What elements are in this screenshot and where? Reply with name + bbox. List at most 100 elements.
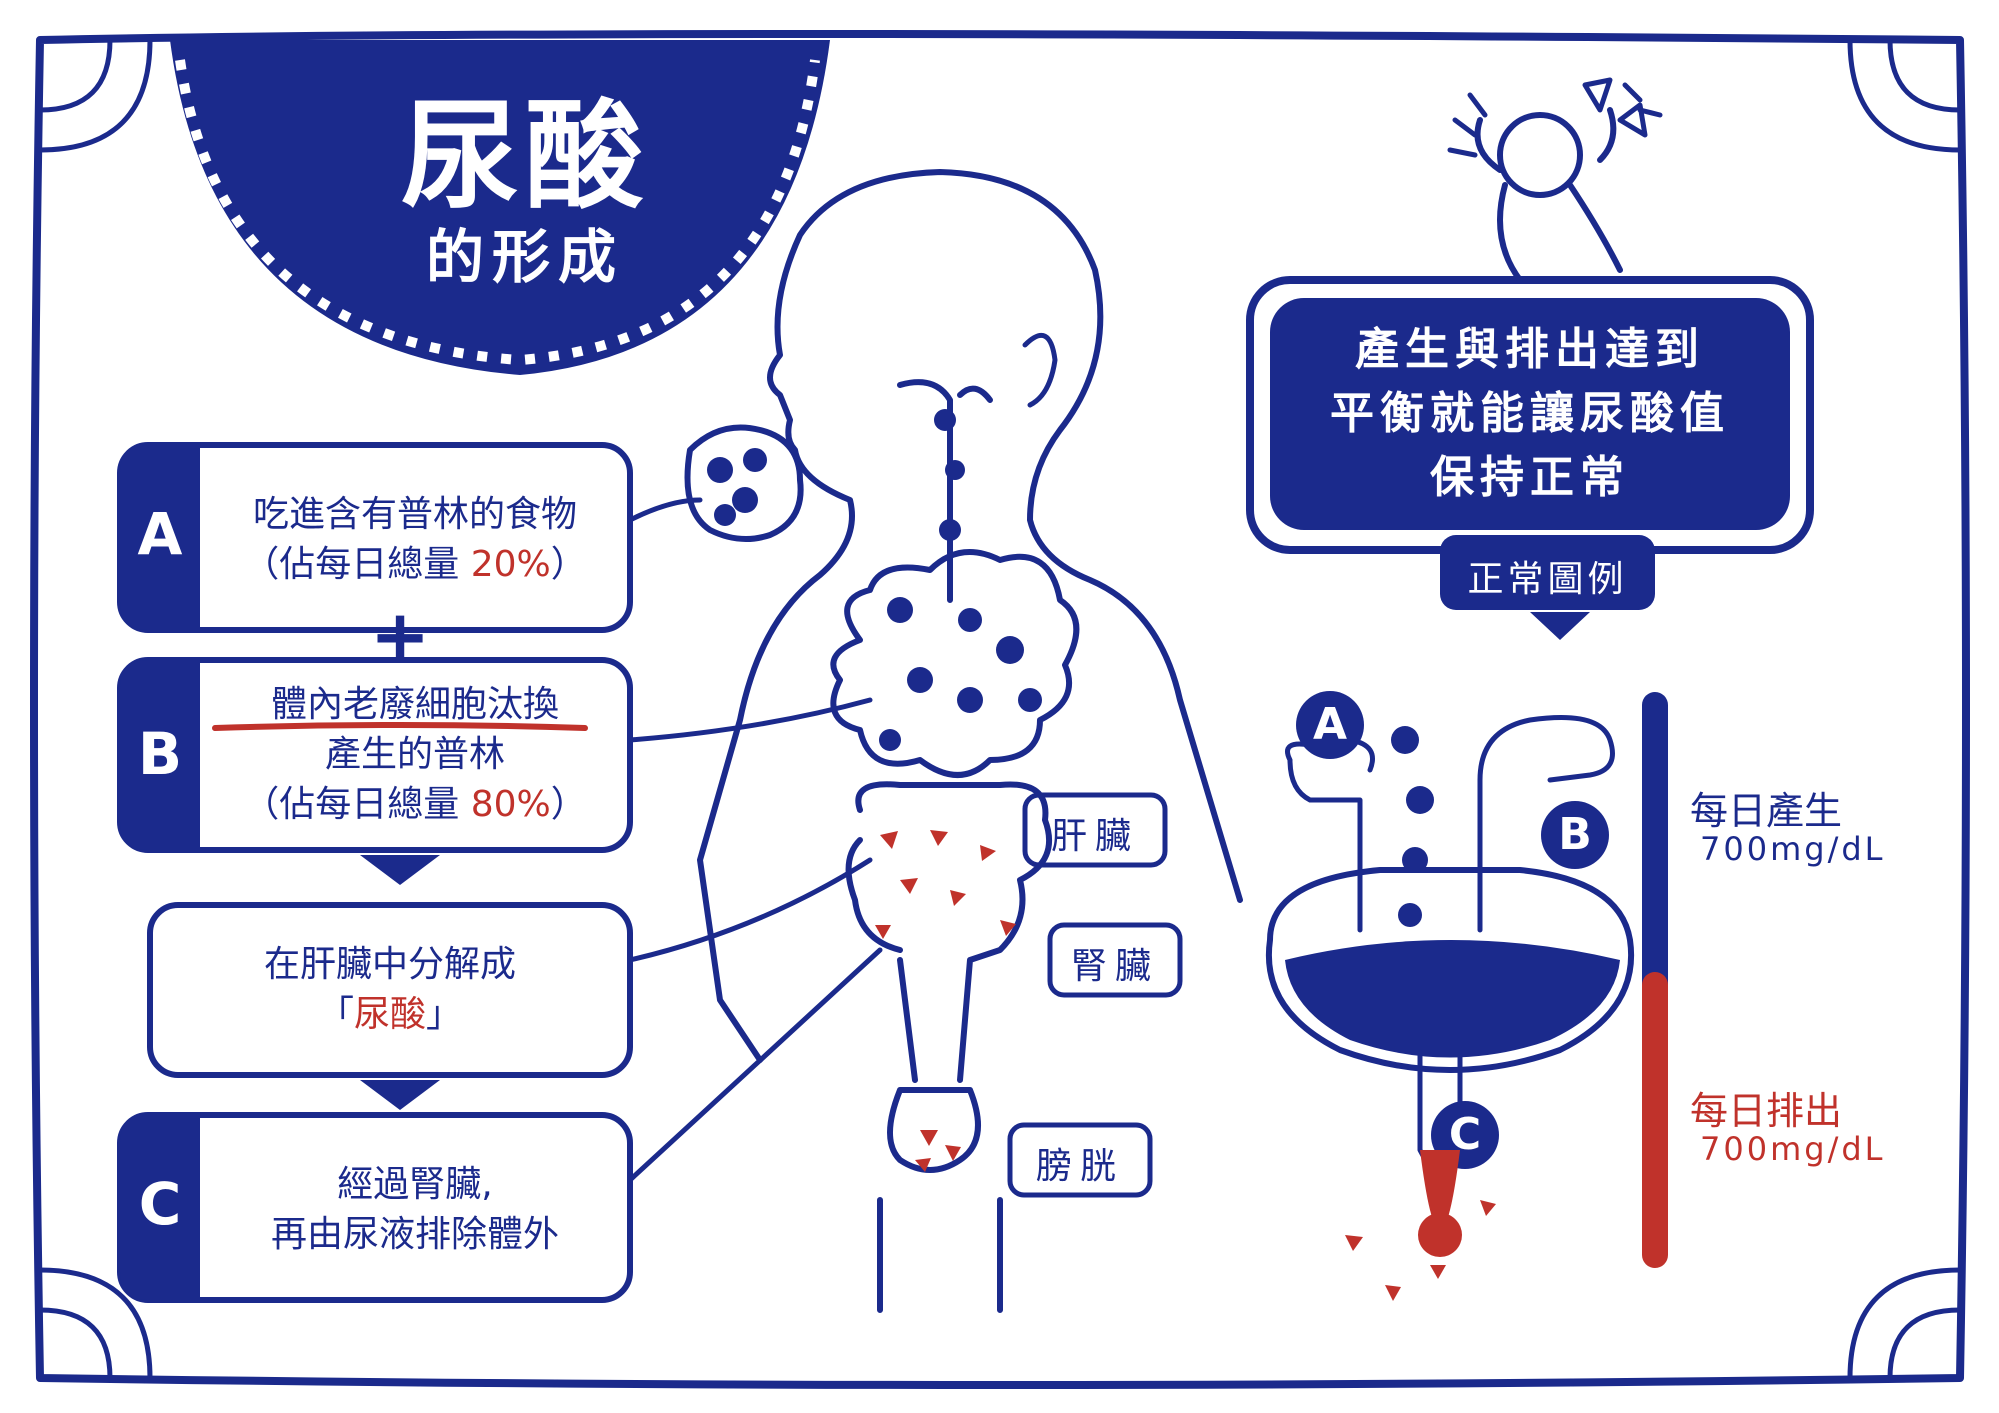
drain-red-flow (1420, 1150, 1460, 1230)
purine-dot (743, 448, 767, 472)
figure-sparks (1447, 82, 1663, 158)
step-c-line1: 經過腎臟, (337, 1164, 493, 1205)
legend-tag-arrow (1530, 612, 1590, 640)
step-c-tab (120, 1115, 200, 1300)
purine-dot (939, 519, 961, 541)
uric-acid-mark (920, 1130, 938, 1146)
sink-label-bubble-a (1296, 691, 1364, 759)
balance-line-1: 產生與排出達到 (1355, 324, 1705, 375)
stomach-intestines (830, 549, 1080, 778)
balance-line-3: 保持正常 (1430, 452, 1630, 503)
step-a-tab (120, 445, 200, 630)
step-a-line2-post: ） (550, 544, 587, 585)
step-b-tab (120, 660, 200, 850)
connector-c (627, 947, 883, 1183)
liver-kidney-area (845, 781, 1052, 1083)
page-subtitle: 的形成 (425, 223, 624, 291)
body-outline (697, 169, 1243, 1313)
ear (1022, 332, 1058, 408)
bracket-open: 「 (317, 994, 354, 1035)
purine-dot (887, 597, 913, 623)
step-liver-text: 在肝臟中分解成 「尿酸」 (150, 940, 630, 1040)
red-underline (212, 722, 588, 731)
page-title: 尿酸 (400, 87, 649, 225)
step-b-line3: （佔每日總量 80%） (200, 780, 630, 830)
food-bubble (684, 424, 804, 542)
purine-dot (934, 409, 956, 431)
connector-a (627, 497, 703, 523)
uric-acid-mark (1000, 920, 1016, 936)
corner-ornament-tl (37, 37, 153, 153)
uric-acid-mark (1345, 1235, 1363, 1251)
page-frame (30, 30, 1970, 1389)
corner-ornament-bl (37, 1267, 153, 1381)
legend-produce-name: 每日產生 (1690, 789, 1843, 833)
legend-excrete-value: 700mg/dL (1700, 1130, 1886, 1168)
step-c-text: 經過腎臟, 再由尿液排除體外 (200, 1160, 630, 1260)
bracket-close: 」 (426, 994, 463, 1035)
purine-dot (714, 504, 736, 526)
step-c-letter: C (138, 1170, 182, 1238)
purine-dot (1406, 786, 1434, 814)
kidney-label-box (1047, 922, 1183, 998)
figure-body (1474, 107, 1623, 283)
sink-label-b: B (1558, 809, 1592, 860)
uric-acid-triangles (875, 830, 1496, 1301)
purine-dot (945, 460, 965, 480)
title-dome (170, 40, 830, 375)
sink-label-bubble-b (1541, 801, 1609, 869)
purine-dot (1391, 726, 1419, 754)
uric-acid-mark (950, 890, 966, 906)
purine-dot (732, 487, 758, 513)
legend-tag: 正常圖例 (1467, 559, 1628, 600)
step-liver-line2: 「尿酸」 (150, 990, 630, 1040)
step-b-line3-post: ） (550, 784, 587, 825)
step-b-line2: 產生的普林 (324, 734, 505, 775)
uric-acid-mark (880, 831, 898, 849)
balance-box-inner (1270, 298, 1790, 530)
step-a-percent: 20% (470, 544, 551, 585)
step-mid-box (147, 902, 633, 1078)
corner-ornament-tr (1847, 37, 1963, 153)
balance-line-2: 平衡就能讓尿酸值 (1330, 388, 1730, 439)
bladder-label-box (1007, 1122, 1153, 1198)
purine-dot (1018, 688, 1042, 712)
step-a-line1: 吃進含有普林的食物 (252, 494, 577, 535)
figure-triangle-2 (1617, 102, 1648, 138)
step-c-line2: 再由尿液排除體外 (270, 1214, 559, 1255)
uric-acid-mark (1385, 1285, 1401, 1301)
figure-triangle-1 (1582, 77, 1613, 113)
step-a-letter: A (137, 500, 183, 568)
title-dome-dashes (175, 59, 820, 366)
corner-ornament-br (1847, 1267, 1963, 1381)
uric-acid-mark (980, 845, 996, 861)
faucet-right (1477, 715, 1615, 933)
arrow-down-2 (360, 1080, 440, 1110)
purine-dot (907, 667, 933, 693)
uric-acid-mark (930, 830, 948, 846)
purine-dot (958, 608, 982, 632)
uric-acid-mark (1430, 1265, 1446, 1279)
uric-acid-mark (915, 1158, 931, 1172)
uric-acid-mark (900, 878, 918, 894)
purine-dot (957, 687, 983, 713)
step-a-line2: （佔每日總量 20%） (200, 540, 630, 590)
uric-acid-mark (875, 925, 891, 939)
purine-dot (707, 457, 733, 483)
purine-dot (879, 729, 901, 751)
step-a-text: 吃進含有普林的食物 （佔每日總量 20%） (200, 490, 630, 590)
liver-label-box (1022, 792, 1168, 868)
sink-water (1285, 940, 1620, 1058)
purine-dot (1398, 903, 1422, 927)
connector-mid (627, 857, 873, 963)
purine-dot (996, 636, 1024, 664)
legend-produce-value: 700mg/dL (1700, 830, 1886, 868)
drain-red-pool (1418, 1213, 1462, 1257)
step-b-text: 體內老廢細胞汰換 產生的普林 （佔每日總量 80%） (200, 680, 630, 830)
sink-label-c: C (1448, 1109, 1482, 1160)
uric-acid-mark (945, 1145, 961, 1161)
step-b-line1: 體內老廢細胞汰換 (270, 684, 559, 725)
plus-sign: + (369, 594, 431, 678)
sink-basin (1265, 867, 1635, 1073)
